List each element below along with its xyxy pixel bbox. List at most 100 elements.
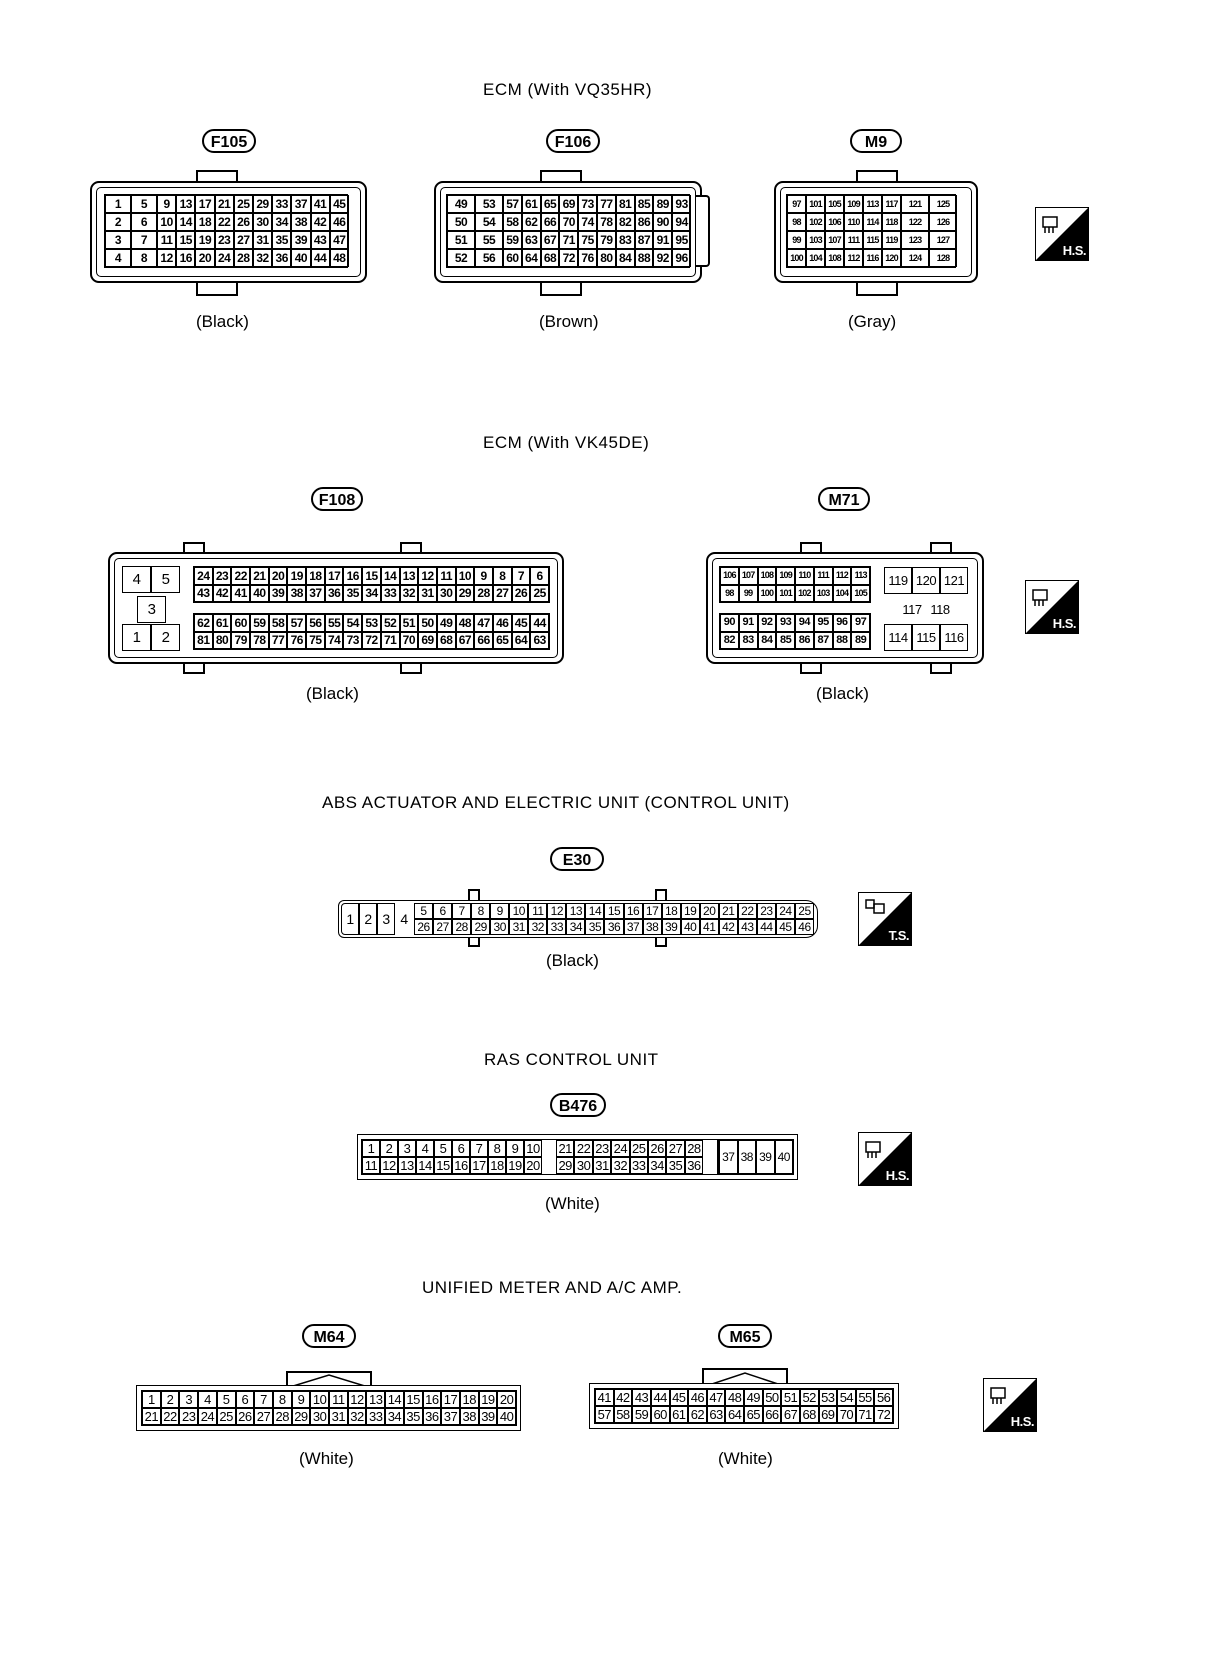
pin-cell: 23 [592, 1140, 612, 1157]
pin-cell: 108 [825, 249, 844, 267]
hs-label: H.S. [1010, 1414, 1035, 1429]
pin-cell: 72 [874, 1406, 893, 1423]
pin-cell: 123 [901, 231, 929, 249]
pin-cell: 96 [832, 614, 852, 632]
pin-cell: 39 [756, 1140, 775, 1174]
pin-cell: 4 [105, 249, 131, 267]
pin-cell: 50 [418, 614, 437, 632]
pin-cell: 82 [615, 213, 635, 231]
pin-cell: 65 [540, 195, 560, 213]
connector-latch-bottom [856, 280, 898, 296]
pin-cell: 109 [844, 195, 863, 213]
pin-cell: 107 [825, 231, 844, 249]
connector-key [542, 1140, 556, 1157]
pin-cell: 24 [611, 1140, 630, 1157]
pin-cell: 23 [756, 903, 776, 919]
pin-cell: 1 [142, 1391, 161, 1408]
connector-color-f105: (Black) [196, 312, 249, 331]
pin-cell: 114 [884, 624, 912, 651]
pin-cell: 18 [661, 903, 681, 919]
pin-cell: 88 [634, 249, 654, 267]
pin-cell: 31 [329, 1408, 348, 1425]
pin-cell: 44 [530, 614, 549, 632]
pin-cell: 48 [329, 249, 349, 267]
pin-cell: 110 [844, 213, 863, 231]
pin-cell: 98 [720, 584, 739, 602]
pin-cell: 47 [474, 614, 493, 632]
pin-cell: 37 [719, 1140, 738, 1174]
pin-cell: 36 [684, 1157, 704, 1174]
pin-cell: 6 [131, 213, 157, 231]
pin-cell: 45 [511, 614, 531, 632]
pin-cell: 11 [362, 1157, 380, 1174]
pin-cell: 63 [521, 231, 541, 249]
pin-cell: 40 [680, 919, 700, 935]
pin-cell: 99 [738, 584, 758, 602]
pin-cell: 89 [653, 195, 673, 213]
pin-cell: 95 [813, 614, 833, 632]
connector-color-m65: (White) [718, 1449, 773, 1468]
pin-cell: 101 [806, 195, 825, 213]
pin-cell: 6 [452, 1140, 470, 1157]
pin-cell: 80 [596, 249, 616, 267]
pin-cell: 56 [475, 249, 503, 267]
pin-cell: 102 [795, 584, 814, 602]
pin-cell: 32 [528, 919, 548, 935]
pin-cell: 78 [250, 631, 269, 649]
harness-side-icon: H.S. [1035, 207, 1089, 261]
pin-cell: 54 [343, 614, 363, 632]
pin-cell: 83 [615, 231, 635, 249]
pin-cell: 98 [787, 213, 806, 231]
pin-cell: 66 [474, 631, 493, 649]
ts-label: T.S. [888, 928, 910, 943]
pin-cell: 87 [813, 631, 833, 649]
pin-cell: 67 [781, 1406, 800, 1423]
pin-cell: 20 [268, 567, 288, 585]
pin-cell: 38 [291, 213, 311, 231]
pin-cell: 28 [684, 1140, 704, 1157]
pin-cell: 43 [194, 584, 213, 602]
pin-cell: 8 [131, 249, 157, 267]
pin-cell: 62 [688, 1406, 707, 1423]
pin-cell: 96 [672, 249, 691, 267]
pin-cell: 77 [596, 195, 616, 213]
pin-cell: 32 [252, 249, 273, 267]
pin-cell: 21 [142, 1408, 161, 1425]
pin-cell: 27 [433, 919, 453, 935]
pin-cell: 73 [578, 195, 597, 213]
pin-cell: 29 [471, 919, 491, 935]
pin-cell: 12 [347, 1391, 367, 1408]
pin-cell: 33 [629, 1157, 648, 1174]
pin-cell: 33 [380, 584, 400, 602]
pin-cell: 59 [503, 231, 522, 249]
pin-cell: 72 [362, 631, 381, 649]
pin-cell: 35 [666, 1157, 685, 1174]
pin-cell: 10 [509, 903, 529, 919]
pin-cell: 49 [436, 614, 456, 632]
pin-cell: 70 [559, 213, 579, 231]
pin-cell: 4 [400, 911, 408, 927]
pin-cell: 7 [511, 567, 531, 585]
pin-cell: 31 [592, 1157, 612, 1174]
pin-cell: 7 [254, 1391, 273, 1408]
pin-cell: 9 [157, 195, 177, 213]
pin-cell: 52 [380, 614, 400, 632]
connector-id-b476: B476 [550, 1093, 606, 1117]
pin-cell: 24 [194, 567, 213, 585]
pin-cell: 2 [151, 624, 180, 651]
pin-cell: 97 [787, 195, 806, 213]
pin-cell: 2 [105, 213, 131, 231]
pin-cell: 8 [492, 567, 512, 585]
pin-cell: 37 [291, 195, 311, 213]
pin-cell: 32 [399, 584, 419, 602]
hs-label: H.S. [885, 1168, 910, 1183]
pin-cell: 28 [452, 919, 472, 935]
pin-cell: 7 [452, 903, 472, 919]
pin-cell: 26 [235, 1408, 255, 1425]
pin-cell: 45 [775, 919, 795, 935]
pin-cell: 81 [194, 631, 213, 649]
pin-cell: 36 [604, 919, 624, 935]
pin-cell: 58 [268, 614, 288, 632]
